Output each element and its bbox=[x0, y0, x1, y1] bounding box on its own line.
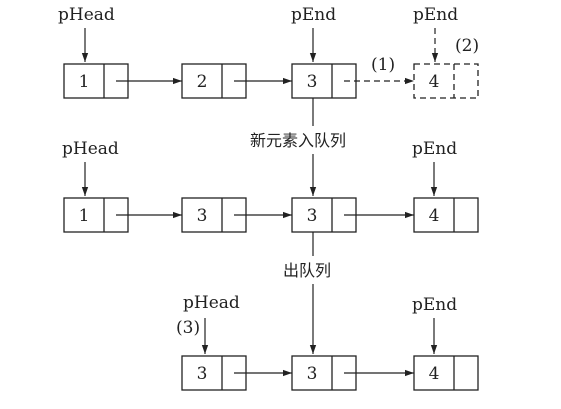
row3-pend-label: pEnd bbox=[412, 295, 457, 315]
queue-node-r1n4-new: 4 bbox=[413, 63, 479, 99]
step-3-label: (3) bbox=[176, 318, 200, 338]
step-2-label: (2) bbox=[455, 36, 479, 56]
node-value: 3 bbox=[197, 206, 208, 226]
row1-pend-label: pEnd bbox=[291, 5, 336, 25]
row2-pend-label: pEnd bbox=[412, 139, 457, 159]
enqueue-label: 新元素入队列 bbox=[250, 131, 346, 150]
node-value: 3 bbox=[307, 364, 318, 384]
queue-node-r2n4: 4 bbox=[413, 197, 479, 233]
node-value: 1 bbox=[79, 72, 90, 92]
node-value: 2 bbox=[197, 72, 208, 92]
queue-node-r3n3: 4 bbox=[413, 355, 479, 391]
node-value: 4 bbox=[429, 206, 440, 226]
dequeue-label: 出队列 bbox=[283, 261, 331, 280]
node-value: 3 bbox=[197, 364, 208, 384]
row1-phead-label: pHead bbox=[58, 5, 115, 25]
node-value: 4 bbox=[429, 364, 440, 384]
node-value: 4 bbox=[429, 72, 440, 92]
row1-pend-new-label: pEnd bbox=[413, 5, 458, 25]
node-value: 3 bbox=[307, 206, 318, 226]
node-value: 3 bbox=[307, 72, 318, 92]
row2-phead-label: pHead bbox=[62, 139, 119, 159]
step-1-label: (1) bbox=[371, 55, 395, 75]
queue-node-r1n1: 1 bbox=[63, 63, 129, 99]
row3-phead-label: pHead bbox=[183, 293, 240, 313]
node-value: 1 bbox=[79, 206, 90, 226]
